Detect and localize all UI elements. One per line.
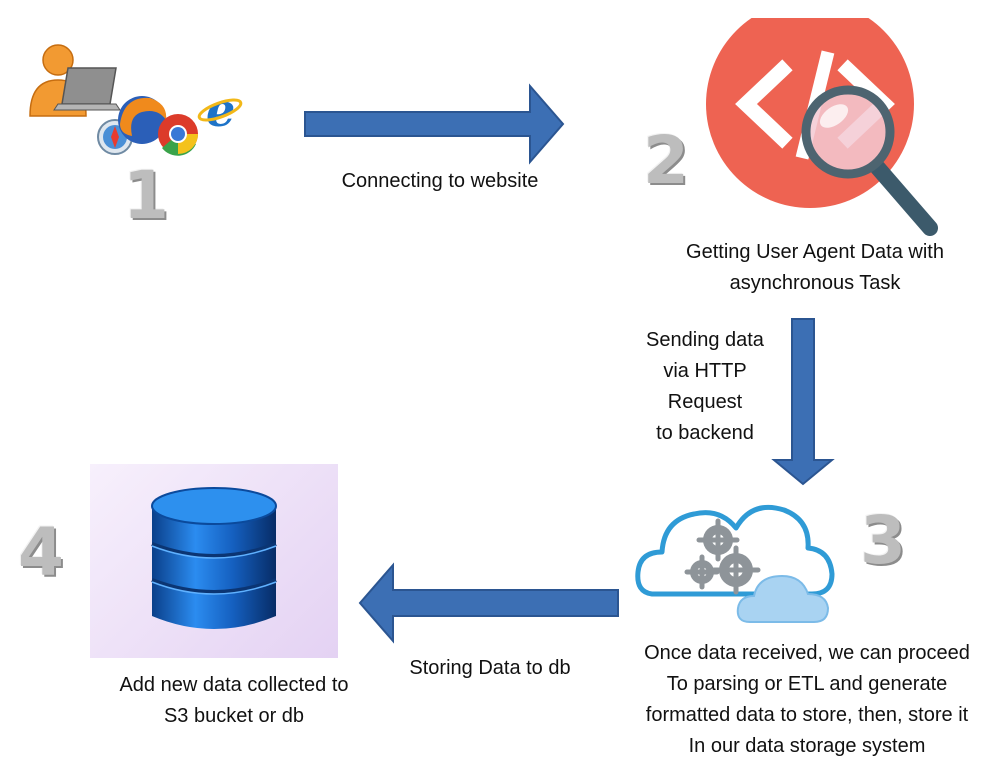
database-icon xyxy=(151,487,277,629)
step-2: 2 xyxy=(640,18,960,248)
step-2-label: Getting User Agent Data with asynchronou… xyxy=(686,241,944,294)
user-with-browsers-icon: e xyxy=(29,44,243,156)
arrow-1-label: Connecting to website xyxy=(341,170,539,192)
arrow-2-label: Sending data via HTTP Request to backend xyxy=(646,329,764,444)
arrow-down-2-to-3 xyxy=(771,318,835,486)
database-panel xyxy=(90,464,338,658)
step-4-number: 4 xyxy=(18,514,64,591)
arrow-3-label: Storing Data to db xyxy=(409,657,571,679)
cloud-gears-icon xyxy=(635,504,835,623)
code-search-icon xyxy=(706,18,938,236)
step-3-number: 3 xyxy=(860,502,906,579)
step-4-label: Add new data collected to S3 bucket or d… xyxy=(119,674,349,727)
arrow-left-3-to-4 xyxy=(358,562,619,644)
arrow-right-1-to-2 xyxy=(304,83,565,165)
step-1-number: 1 xyxy=(123,157,169,234)
step-3: 3 xyxy=(632,490,912,630)
svg-text:e: e xyxy=(206,83,235,137)
step-3-label: Once data received, we can proceed To pa… xyxy=(644,642,970,757)
step-2-number: 2 xyxy=(643,122,689,199)
step-1: e 1 xyxy=(20,38,250,234)
